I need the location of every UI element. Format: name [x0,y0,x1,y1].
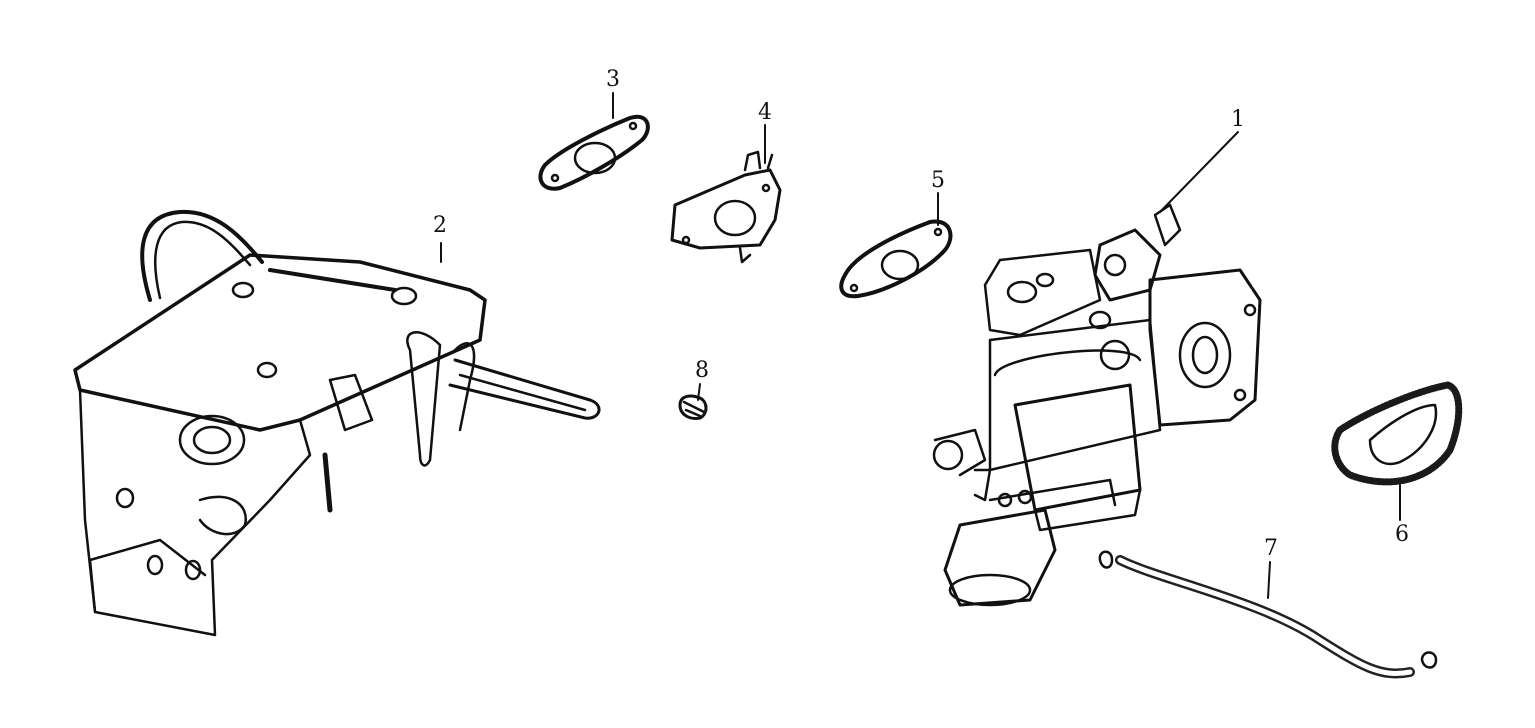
fuel-hose-icon [1098,550,1438,679]
carburetor-icon [932,203,1262,607]
leader-line-1 [1159,131,1239,213]
leader-line-8 [697,383,701,401]
callout-label-2: 2 [433,213,447,238]
leader-line-7 [1267,561,1271,599]
insulator-plate-icon [670,150,782,264]
leader-lines [440,92,1401,599]
callout-label-7: 7 [1264,536,1278,561]
throttle-control-bracket-icon [73,209,601,637]
callout-label-3: 3 [606,67,620,92]
callout-label-6: 6 [1395,522,1409,547]
callout-label-1: 1 [1231,107,1245,132]
air-filter-gasket-icon [1331,381,1463,486]
nut-icon [678,394,708,420]
callout-label-5: 5 [931,168,945,193]
gasket-5-icon [839,219,953,299]
callout-label-4: 4 [758,100,772,125]
callout-label-8: 8 [695,358,709,383]
gasket-3-icon [538,114,650,191]
